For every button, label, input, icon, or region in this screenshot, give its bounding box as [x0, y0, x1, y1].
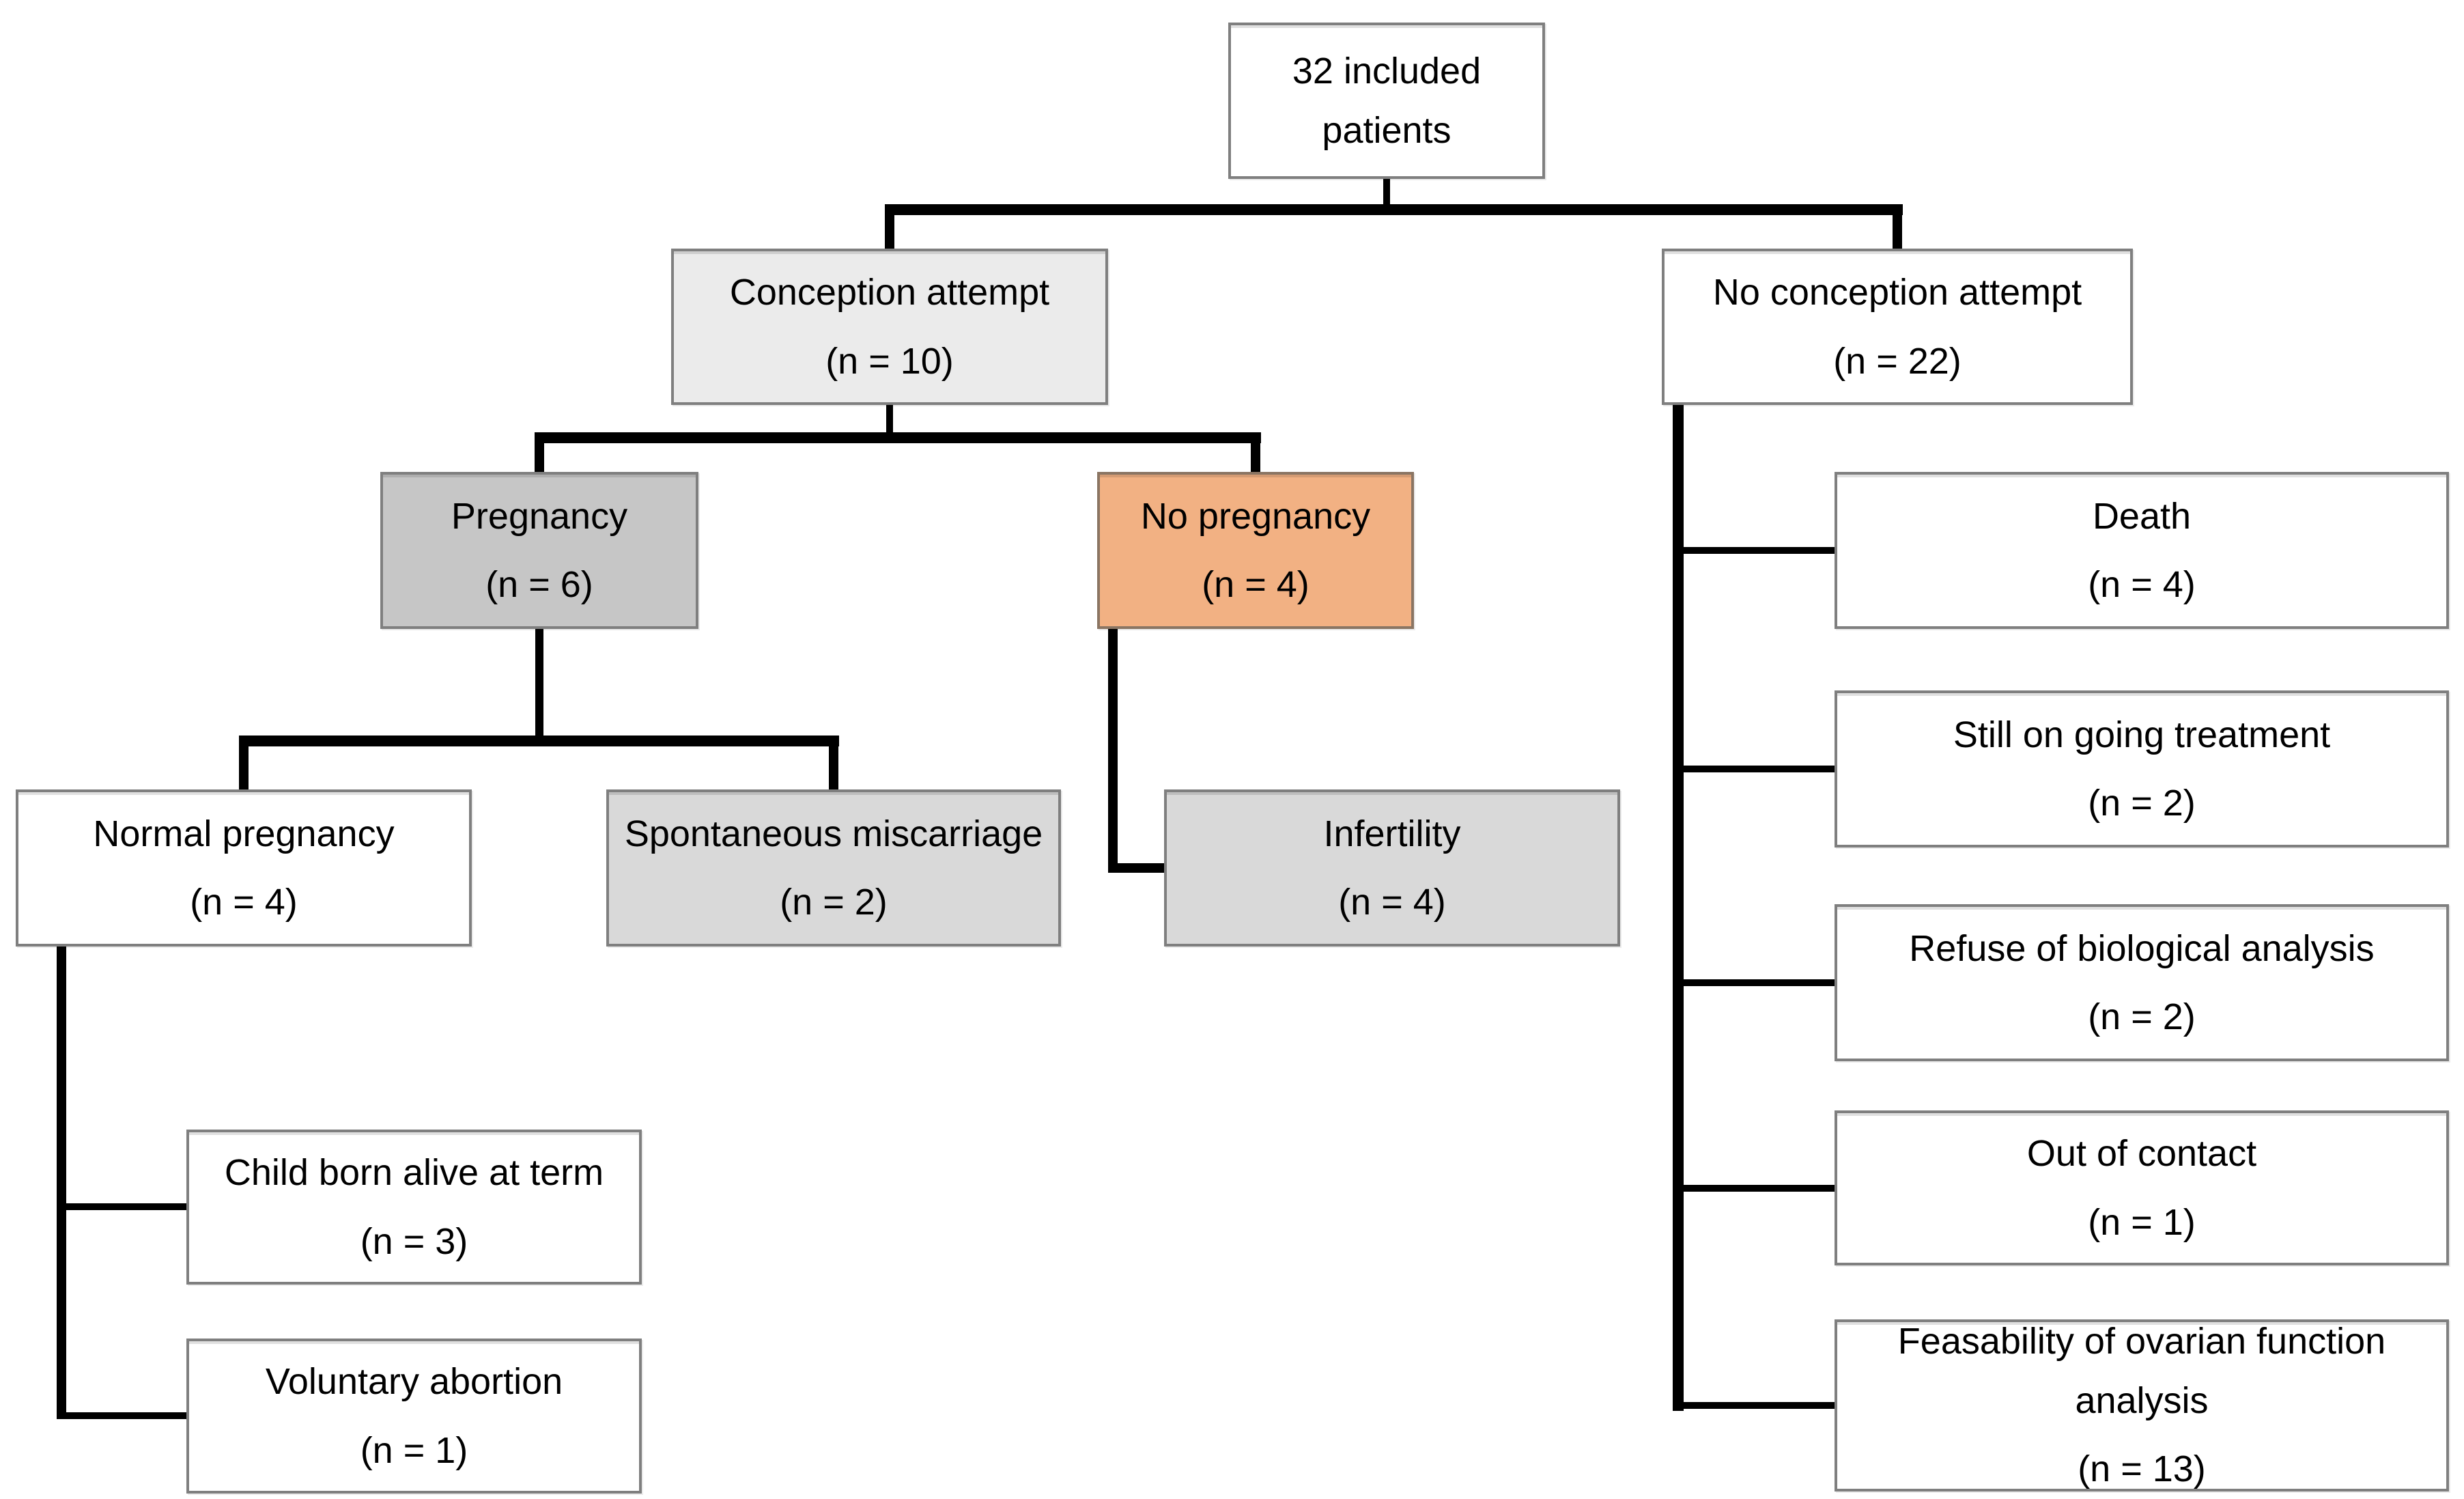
- node-refuse-label: Refuse of biological analysis: [1909, 927, 2375, 969]
- node-no-pregnancy-label: No pregnancy: [1140, 495, 1371, 537]
- node-ongoing-label: Still on going treatment: [1953, 714, 2331, 755]
- node-out-of-contact-label: Out of contact: [2026, 1133, 2257, 1175]
- node-infertility-label: Infertility: [1323, 813, 1461, 854]
- node-infertility-count: (n = 4): [1338, 882, 1446, 923]
- node-still-ongoing-treatment: Still on going treatment (n = 2): [1835, 690, 2449, 847]
- node-death-label: Death: [2092, 495, 2192, 537]
- node-root-label: 32 included patients: [1292, 51, 1482, 151]
- node-death-count: (n = 4): [2088, 564, 2196, 605]
- node-feasability-label: Feasability of ovarian function analysis: [1897, 1321, 2386, 1421]
- node-conception-attempt: Conception attempt (n = 10): [671, 249, 1108, 405]
- node-out-of-contact-count: (n = 1): [2088, 1201, 2196, 1243]
- node-feasability-ovarian-analysis: Feasability of ovarian function analysis…: [1835, 1319, 2449, 1491]
- node-no-pregnancy-count: (n = 4): [1202, 564, 1309, 605]
- node-normal-pregnancy-label: Normal pregnancy: [93, 813, 395, 854]
- node-normal-pregnancy-count: (n = 4): [190, 882, 298, 923]
- node-refuse-count: (n = 2): [2088, 996, 2196, 1037]
- node-no-conception-count: (n = 22): [1833, 340, 1962, 382]
- node-child-born-count: (n = 3): [360, 1220, 468, 1262]
- node-abortion-count: (n = 1): [360, 1429, 468, 1471]
- node-voluntary-abortion: Voluntary abortion (n = 1): [186, 1339, 642, 1494]
- node-pregnancy-count: (n = 6): [485, 564, 593, 605]
- node-no-conception-label: No conception attempt: [1712, 272, 2082, 313]
- node-ongoing-count: (n = 2): [2088, 783, 2196, 824]
- node-pregnancy: Pregnancy (n = 6): [380, 472, 698, 629]
- node-conception-count: (n = 10): [825, 340, 954, 382]
- node-death: Death (n = 4): [1835, 472, 2449, 629]
- node-normal-pregnancy: Normal pregnancy (n = 4): [16, 789, 472, 947]
- node-pregnancy-label: Pregnancy: [451, 495, 628, 537]
- node-child-born-label: Child born alive at term: [224, 1152, 604, 1194]
- node-refuse-biological-analysis: Refuse of biological analysis (n = 2): [1835, 904, 2449, 1061]
- node-no-conception-attempt: No conception attempt (n = 22): [1662, 249, 2133, 405]
- node-no-pregnancy: No pregnancy (n = 4): [1097, 472, 1414, 629]
- node-miscarriage-count: (n = 2): [780, 882, 888, 923]
- node-miscarriage-label: Spontaneous miscarriage: [624, 813, 1043, 854]
- node-spontaneous-miscarriage: Spontaneous miscarriage (n = 2): [606, 789, 1061, 947]
- node-root: 32 included patients: [1228, 23, 1545, 179]
- node-conception-label: Conception attempt: [729, 272, 1050, 313]
- node-child-born-alive: Child born alive at term (n = 3): [186, 1130, 642, 1285]
- node-out-of-contact: Out of contact (n = 1): [1835, 1110, 2449, 1265]
- node-feasability-count: (n = 13): [2078, 1448, 2206, 1490]
- node-abortion-label: Voluntary abortion: [265, 1361, 563, 1403]
- node-infertility: Infertility (n = 4): [1164, 789, 1620, 947]
